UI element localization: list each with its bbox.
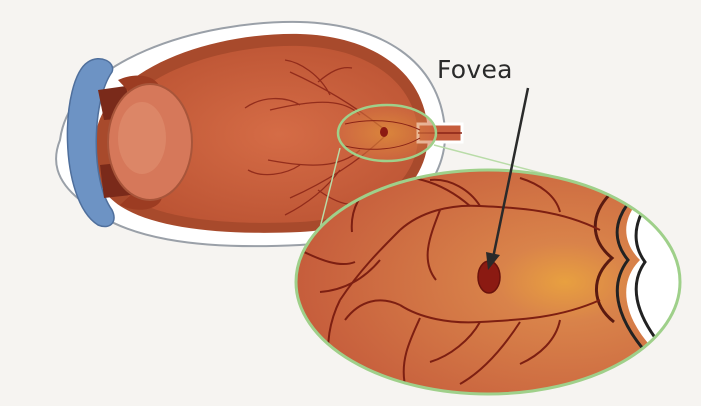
macula-region-small: [338, 105, 436, 161]
zoomed-macula: [296, 170, 700, 394]
lens-highlight: [118, 102, 166, 174]
fovea-label: Fovea: [437, 55, 513, 84]
